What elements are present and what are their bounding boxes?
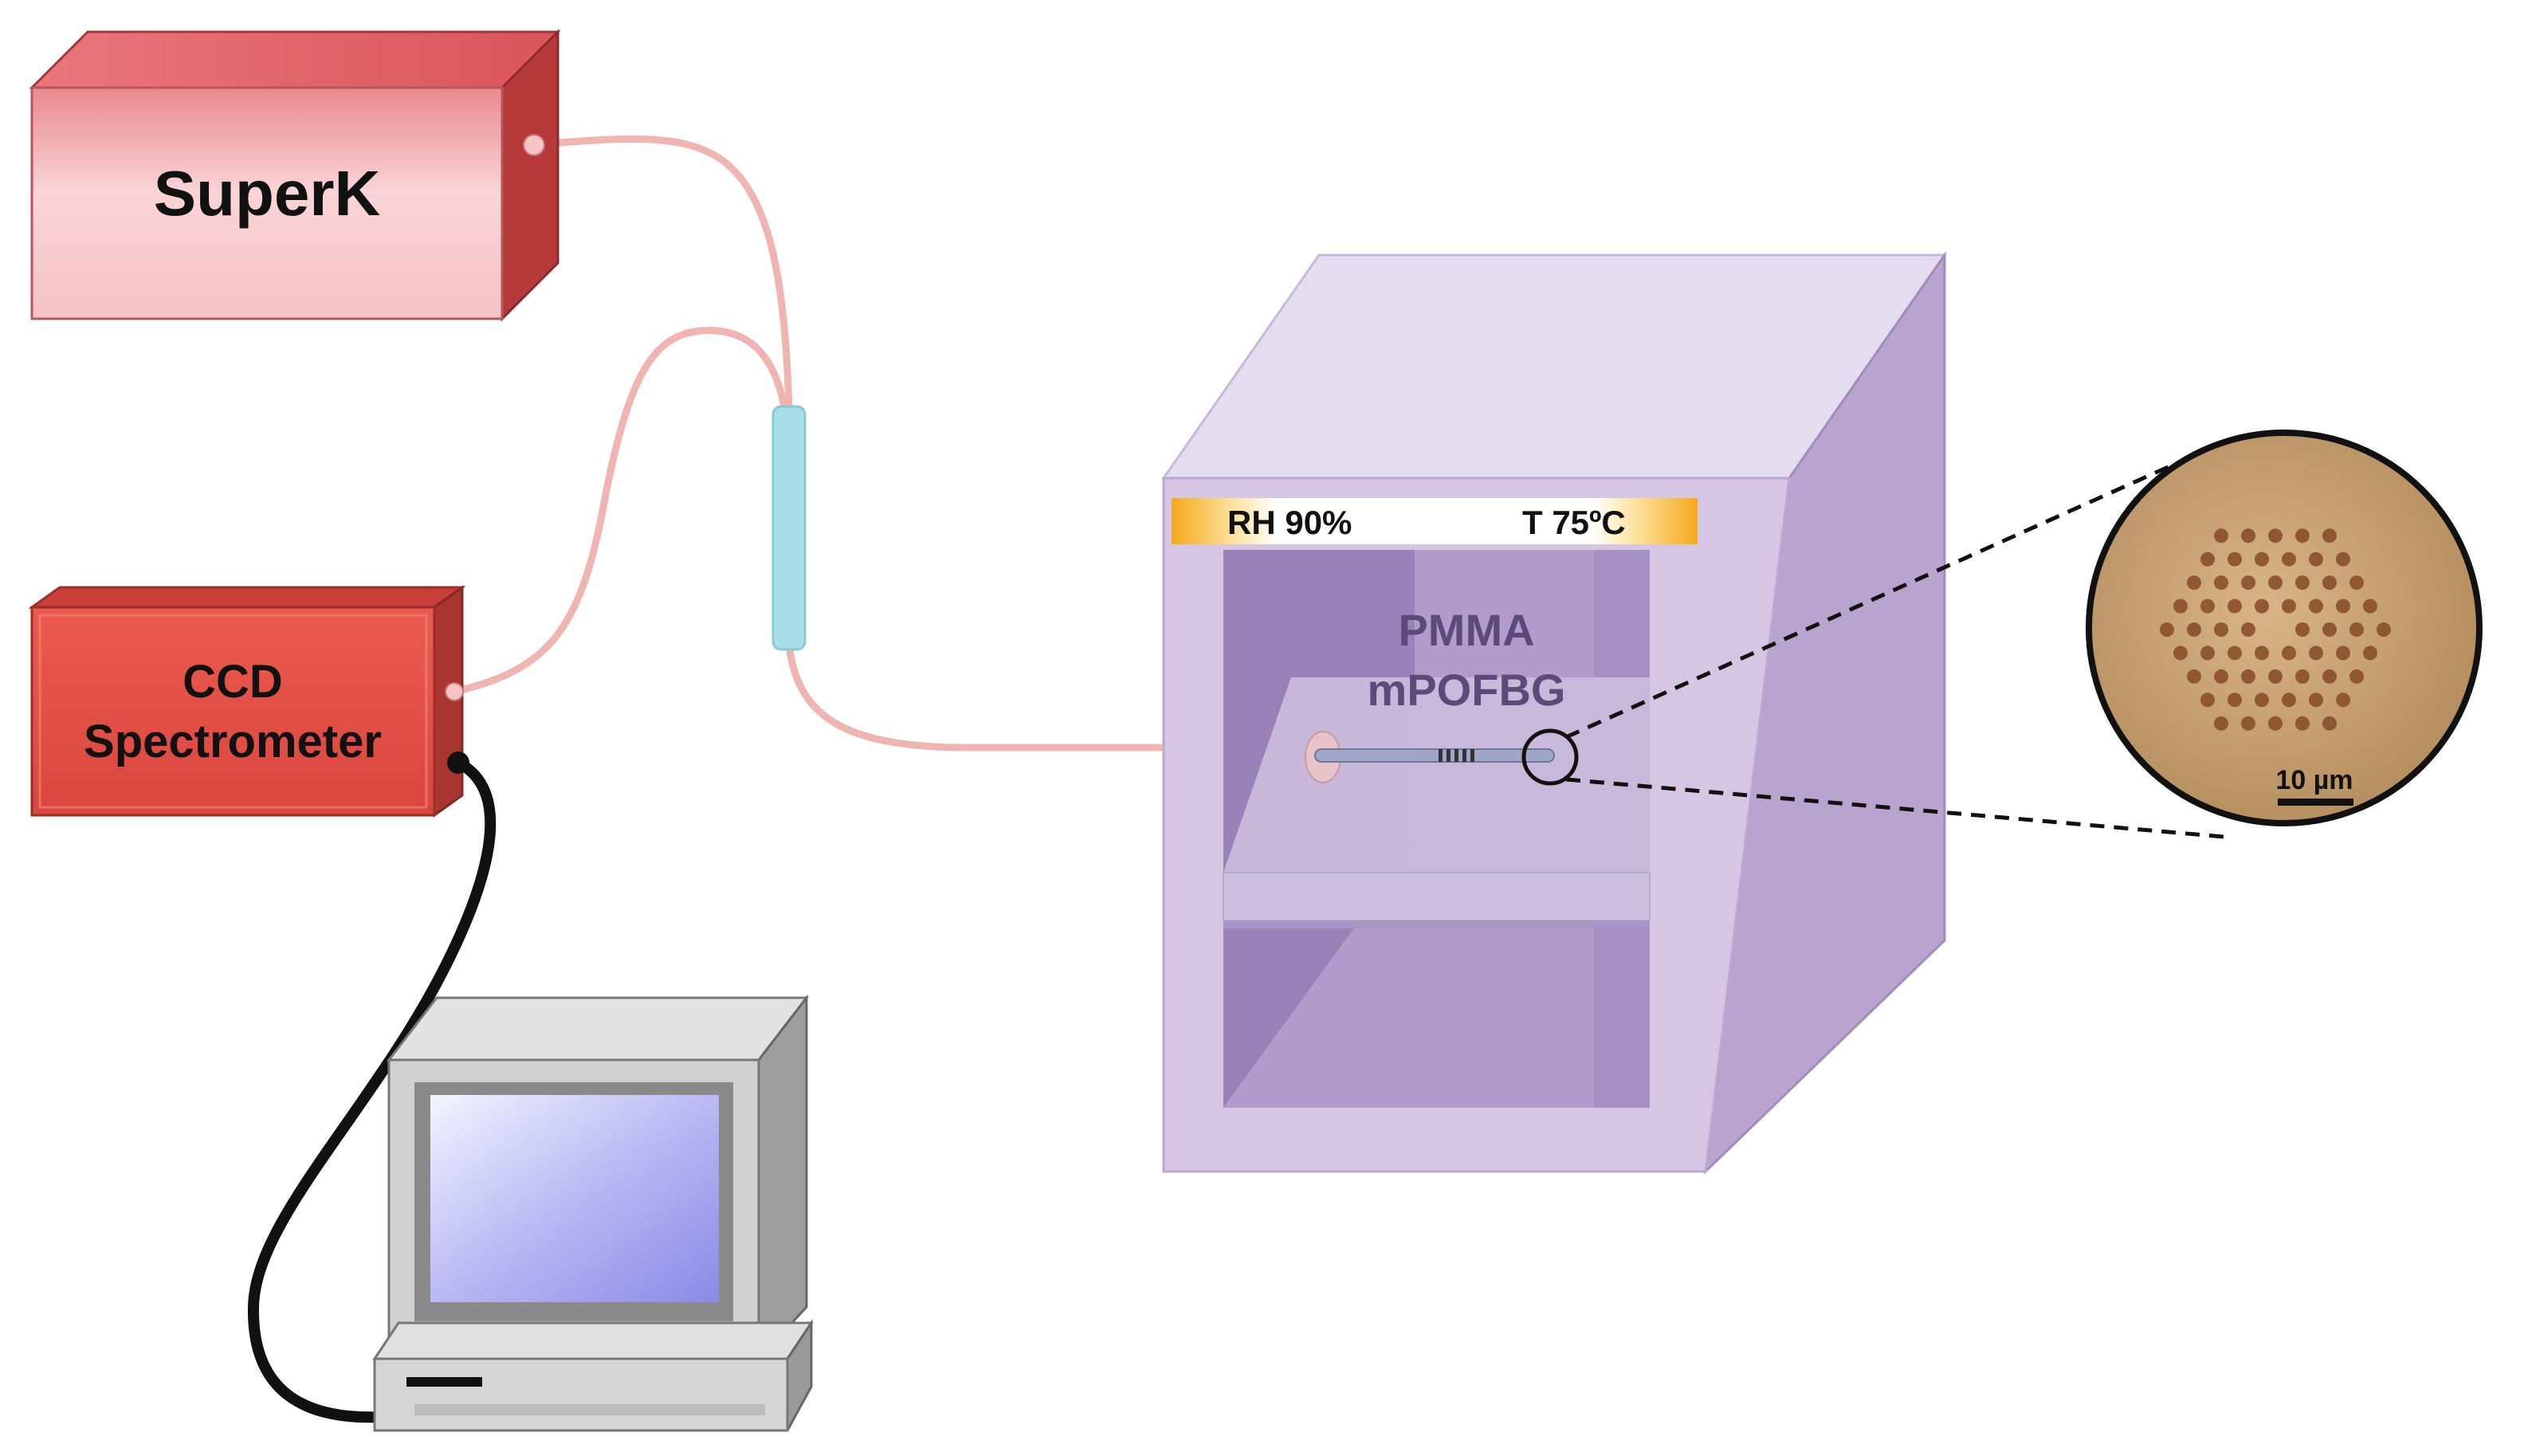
spectrometer-input-port (445, 682, 464, 701)
air-hole (2228, 646, 2242, 661)
air-hole (2363, 646, 2377, 661)
sample-label-line1: PMMA (1398, 605, 1534, 655)
fiber-coupler-to-chamber (785, 640, 1168, 752)
air-hole (2363, 598, 2377, 614)
superk-source-box: SuperK (29, 29, 561, 322)
humidity-label: RH 90% (1227, 504, 1352, 541)
sample-label-line2: mPOFBG (1368, 665, 1566, 715)
air-hole (2200, 693, 2215, 708)
temperature-label: T 75ºC (1522, 504, 1626, 541)
air-hole (2282, 646, 2296, 661)
air-hole (2160, 622, 2174, 637)
superk-output-port (523, 134, 545, 156)
spectrometer-label-line2: Spectrometer (84, 716, 382, 767)
air-hole (2241, 575, 2255, 591)
air-hole (2214, 669, 2228, 684)
fiber-cross-section-inset: 10 µm (2086, 430, 2483, 826)
air-hole (2336, 693, 2350, 708)
air-hole (2349, 669, 2364, 684)
air-hole (2268, 528, 2283, 544)
air-hole (2282, 693, 2296, 708)
fiber-end-highlight (1521, 728, 1579, 786)
air-hole (2322, 716, 2337, 731)
air-hole (2309, 551, 2323, 567)
chamber-condition-banner (1172, 498, 1698, 544)
air-hole (2214, 622, 2228, 637)
air-hole (2255, 551, 2269, 567)
ccd-spectrometer-box: CCD Spectrometer (28, 585, 469, 818)
air-hole (2255, 598, 2269, 614)
air-hole (2214, 716, 2228, 731)
air-hole (2336, 598, 2350, 614)
air-hole (2322, 622, 2337, 637)
air-hole (2228, 551, 2242, 567)
spectrometer-label-line1: CCD (183, 656, 283, 708)
air-hole (2349, 575, 2364, 591)
air-hole (2309, 646, 2323, 661)
chamber-shelf (1223, 677, 1650, 873)
air-hole (2349, 622, 2364, 637)
scale-bar-label: 10 µm (2275, 765, 2353, 795)
air-hole (2282, 551, 2296, 567)
air-hole (2214, 528, 2228, 544)
air-hole (2255, 693, 2269, 708)
air-hole (2295, 622, 2310, 637)
air-hole (2241, 622, 2255, 637)
superk-label: SuperK (154, 158, 381, 229)
fiber-source-to-coupler (530, 135, 793, 414)
air-hole (2173, 646, 2188, 661)
air-hole (2187, 575, 2201, 591)
air-hole (2309, 598, 2323, 614)
air-hole (2268, 716, 2283, 731)
air-hole (2255, 646, 2269, 661)
air-hole (2241, 528, 2255, 544)
air-hole (2309, 693, 2323, 708)
air-hole (2200, 598, 2215, 614)
fiber-coupler-icon (771, 405, 807, 651)
air-hole (2200, 646, 2215, 661)
air-hole (2322, 528, 2337, 544)
scale-bar (2278, 799, 2353, 806)
climate-chamber: RH 90% T 75ºC PMMA mPOFBG (1161, 251, 1947, 1175)
air-hole (2295, 716, 2310, 731)
air-hole (2200, 551, 2215, 567)
air-hole (2228, 598, 2242, 614)
fiber-grating-icon (1314, 748, 1555, 763)
desktop-tower-icon (372, 1319, 814, 1432)
air-hole (2322, 575, 2337, 591)
air-hole (2336, 551, 2350, 567)
air-hole (2241, 716, 2255, 731)
air-hole (2295, 575, 2310, 591)
air-hole (2295, 528, 2310, 544)
computer-monitor-icon (386, 994, 810, 1362)
air-hole (2295, 669, 2310, 684)
air-hole (2187, 669, 2201, 684)
usb-data-cable (247, 757, 497, 1423)
air-hole (2268, 669, 2283, 684)
air-hole (2173, 598, 2188, 614)
fiber-spectrometer-to-coupler (450, 327, 789, 696)
air-hole (2377, 622, 2391, 637)
fiber-cables (450, 135, 1168, 752)
air-hole (2187, 622, 2201, 637)
air-hole (2228, 693, 2242, 708)
air-hole (2336, 646, 2350, 661)
air-hole (2268, 575, 2283, 591)
air-hole-pattern (2160, 528, 2391, 731)
air-hole (2282, 598, 2296, 614)
zoom-lines (1564, 456, 2224, 839)
air-hole (2322, 669, 2337, 684)
air-hole (2214, 575, 2228, 591)
air-hole (2241, 669, 2255, 684)
